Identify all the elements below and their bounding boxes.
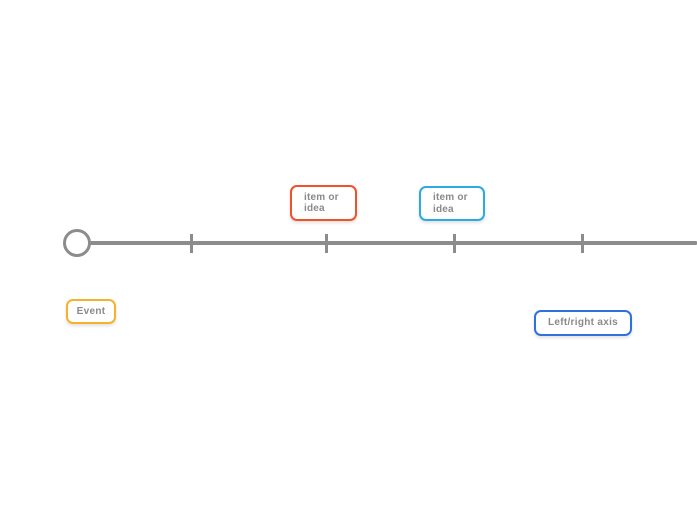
left-right-axis-label-pill[interactable]: Left/right axis	[534, 310, 632, 336]
timeline-tick-3[interactable]	[453, 234, 456, 253]
timeline-axis-line	[90, 241, 697, 245]
item-or-idea-card-orange[interactable]: item or idea	[290, 185, 357, 221]
left-right-axis-label-pill-text: Left/right axis	[547, 317, 619, 328]
event-label-pill-text: Event	[76, 305, 106, 317]
item-or-idea-card-cyan[interactable]: item or idea	[419, 186, 485, 221]
event-label-pill[interactable]: Event	[66, 299, 116, 324]
item-or-idea-card-orange-text: item or idea	[304, 191, 339, 215]
item-or-idea-card-cyan-text: item or idea	[433, 192, 468, 215]
timeline-tick-1[interactable]	[190, 234, 193, 253]
timeline-start-node-circle[interactable]	[63, 229, 91, 257]
timeline-tick-2[interactable]	[325, 234, 328, 253]
timeline-tick-4[interactable]	[581, 234, 584, 253]
